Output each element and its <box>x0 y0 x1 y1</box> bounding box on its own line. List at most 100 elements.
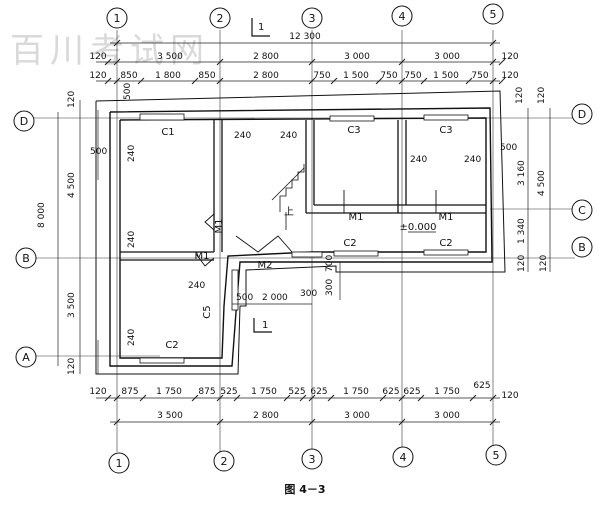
dim-right-1340: 1 340 <box>517 218 527 244</box>
left-dimension-lines <box>57 100 99 374</box>
misc-dim-2000: 2 000 <box>262 293 288 303</box>
bottom-dimension-ticks <box>104 394 497 426</box>
misc-dim-300-b: 300 <box>325 279 335 296</box>
section-marks <box>251 18 272 333</box>
dim-bot1-4: 525 <box>220 387 237 397</box>
bottom-dimension-texts: 120 875 1 750 875 525 1 750 525 625 1 75… <box>89 381 518 421</box>
dim-bot1-1: 875 <box>121 387 138 397</box>
stair-up-label: 上 <box>284 206 294 218</box>
dim-right-120-b: 120 <box>537 87 547 104</box>
wall-240-a: 240 <box>234 131 251 141</box>
dim-top1-4: 3 000 <box>434 52 460 62</box>
door-label-m1-b: M1 <box>195 251 210 262</box>
axis-label-c-right: C <box>578 204 586 217</box>
dim-bot1-13: 120 <box>501 391 518 401</box>
dim-bot1-9: 625 <box>382 387 399 397</box>
axis-label-1-bottom: 1 <box>116 457 123 470</box>
dim-right-3160: 3 160 <box>517 160 527 186</box>
floor-level-label: ±0.000 <box>399 222 436 233</box>
window-label-c5: C5 <box>202 305 213 318</box>
dim-top1-1: 3 500 <box>157 52 183 62</box>
wall-240-e: 240 <box>188 281 205 291</box>
wall-240-g: 240 <box>127 231 137 248</box>
misc-dim-700: 700 <box>325 255 335 272</box>
bottom-dimension-lines <box>96 397 500 423</box>
axis-label-3-bottom: 3 <box>309 453 316 466</box>
misc-dim-lines <box>232 262 341 305</box>
dim-right-500: 500 <box>500 143 517 153</box>
right-dimension-texts: 4 500 3 160 1 340 500 120 120 120 120 <box>500 87 549 272</box>
axis-label-4-top: 4 <box>399 10 406 23</box>
section-mark-top: 1 <box>258 22 264 33</box>
top-dimension-texts: 12 300 120 3 500 2 800 3 000 3 000 120 1… <box>89 32 518 81</box>
axis-label-2-bottom: 2 <box>221 455 228 468</box>
dim-right-120-d: 120 <box>539 255 549 272</box>
door-label-m1-d: M1 <box>439 212 454 223</box>
wall-240-h: 240 <box>127 329 137 346</box>
dim-bot1-3: 875 <box>198 387 215 397</box>
wall-240-b: 240 <box>280 131 297 141</box>
dim-top1-3: 3 000 <box>344 52 370 62</box>
axis-label-5-top: 5 <box>490 8 497 21</box>
dim-top2-10: 750 <box>471 71 488 81</box>
right-dimension-lines <box>527 108 551 272</box>
left-dimension-texts: 8 000 4 500 3 500 120 120 500 500 <box>37 83 133 375</box>
door-label-m1-a: M1 <box>214 219 225 234</box>
windows <box>139 113 469 364</box>
dim-bot1-6: 525 <box>288 387 305 397</box>
dim-top2-2: 1 800 <box>155 71 181 81</box>
top-dimension-lines <box>96 42 500 82</box>
dim-bot1-2: 1 750 <box>156 387 182 397</box>
dim-bot1-8: 1 750 <box>343 387 369 397</box>
dim-bot2-2: 3 000 <box>344 411 370 421</box>
window-label-c2-a: C2 <box>165 340 178 351</box>
dim-overall-depth: 8 000 <box>37 202 47 228</box>
dim-top2-11: 120 <box>501 71 518 81</box>
dim-bot2-3: 3 000 <box>434 411 460 421</box>
axis-label-d-right: D <box>578 108 586 121</box>
dim-right-4500: 4 500 <box>537 170 547 196</box>
axis-label-4-bottom: 4 <box>400 451 407 464</box>
dim-top1-2: 2 800 <box>253 52 279 62</box>
dim-bot1-0: 120 <box>89 387 106 397</box>
door-label-m2: M2 <box>258 260 273 271</box>
stair <box>271 164 305 230</box>
axis-label-b-left: B <box>22 252 30 265</box>
wall-thickness-labels: 240 240 240 240 240 240 240 240 <box>127 131 481 346</box>
dim-left-500-a: 500 <box>90 147 107 157</box>
dim-overall-width: 12 300 <box>289 32 321 42</box>
dim-bot1-5: 1 750 <box>251 387 277 397</box>
dim-bot1-7: 625 <box>310 387 327 397</box>
dim-top2-6: 1 500 <box>343 71 369 81</box>
dim-top2-5: 750 <box>313 71 330 81</box>
dim-top1-0: 120 <box>89 52 106 62</box>
walls <box>95 90 506 375</box>
window-label-c2-c: C2 <box>439 238 452 249</box>
section-mark-bottom: 1 <box>262 320 268 331</box>
axis-label-2-top: 2 <box>217 12 224 25</box>
dim-bot1-12: 625 <box>473 381 490 391</box>
door-label-m1-c: M1 <box>349 212 364 223</box>
doors <box>195 190 452 267</box>
dim-top2-4: 2 800 <box>253 71 279 81</box>
window-label-c2-b: C2 <box>343 238 356 249</box>
axis-bubble-labels: 1 2 3 4 5 1 2 3 4 5 D B A D C B <box>20 8 586 470</box>
window-label-c3-a: C3 <box>347 125 360 136</box>
axis-lines <box>32 30 575 452</box>
dim-top2-7: 750 <box>380 71 397 81</box>
dim-left-120-top: 120 <box>67 91 77 108</box>
dim-top2-9: 1 500 <box>433 71 459 81</box>
misc-dim-500: 500 <box>236 293 253 303</box>
wall-240-c: 240 <box>410 155 427 165</box>
dim-top1-5: 120 <box>501 52 518 62</box>
axis-label-1-top: 1 <box>114 12 121 25</box>
wall-240-d: 240 <box>464 155 481 165</box>
dim-left-120-bottom: 120 <box>67 358 77 375</box>
dim-left-500-b: 500 <box>123 83 133 100</box>
dim-left-3500: 3 500 <box>67 292 77 318</box>
dim-bot1-11: 1 750 <box>434 387 460 397</box>
dim-bot2-0: 3 500 <box>157 411 183 421</box>
dim-top2-1: 850 <box>120 71 137 81</box>
